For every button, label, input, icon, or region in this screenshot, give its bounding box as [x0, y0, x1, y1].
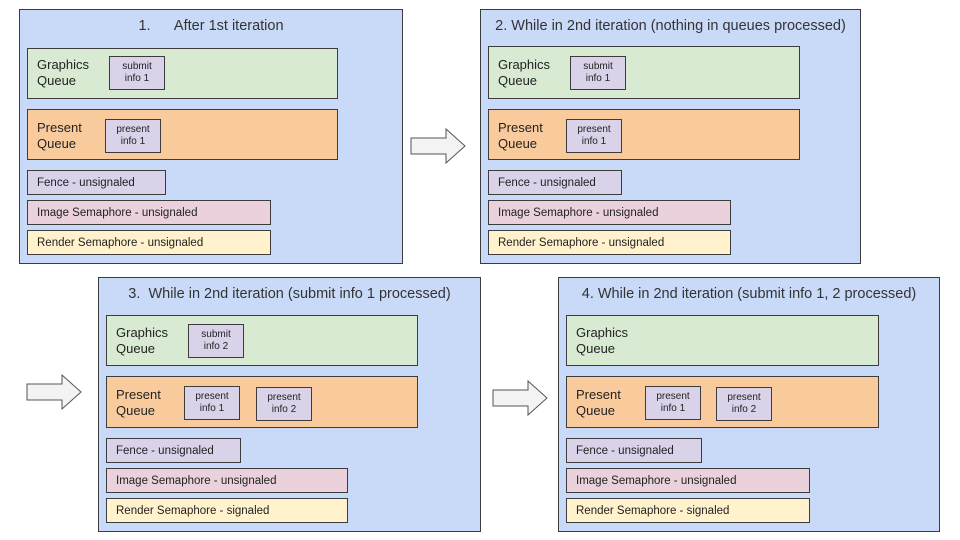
panel-1: 1. After 1st iteration Graphics Queue su…: [19, 9, 403, 264]
right-arrow-icon: [492, 380, 548, 416]
fence-status: Fence - unsignaled: [488, 170, 622, 195]
fence-status: Fence - unsignaled: [27, 170, 166, 195]
panel-title: 2. While in 2nd iteration (nothing in qu…: [495, 18, 846, 34]
image-semaphore-status: Image Semaphore - unsignaled: [488, 200, 731, 225]
fence-status: Fence - unsignaled: [566, 438, 702, 463]
panel-4: 4. While in 2nd iteration (submit info 1…: [558, 277, 940, 532]
render-semaphore-status: Render Semaphore - signaled: [106, 498, 348, 523]
present-queue-label: Present Queue: [576, 387, 621, 418]
panel-title: 3. While in 2nd iteration (submit info 1…: [128, 286, 451, 302]
graphics-queue: Graphics Queue: [566, 315, 879, 366]
graphics-queue-label: Graphics Queue: [37, 57, 90, 88]
render-semaphore-status: Render Semaphore - signaled: [566, 498, 810, 523]
panel-2: 2. While in 2nd iteration (nothing in qu…: [480, 9, 861, 264]
right-arrow-icon: [26, 374, 82, 410]
right-arrow-icon: [410, 128, 466, 164]
image-semaphore-status: Image Semaphore - unsignaled: [27, 200, 271, 225]
panel-title: 4. While in 2nd iteration (submit info 1…: [581, 286, 917, 302]
panel-title: 1. After 1st iteration: [138, 18, 284, 34]
present-queue-label: Present Queue: [37, 120, 82, 151]
graphics-queue-label: Graphics Queue: [576, 325, 629, 356]
image-semaphore-status: Image Semaphore - unsignaled: [106, 468, 348, 493]
graphics-queue-label: Graphics Queue: [498, 57, 551, 88]
present-queue-label: Present Queue: [498, 120, 543, 151]
present-queue-label: Present Queue: [116, 387, 161, 418]
render-semaphore-status: Render Semaphore - unsignaled: [27, 230, 271, 255]
fence-status: Fence - unsignaled: [106, 438, 241, 463]
image-semaphore-status: Image Semaphore - unsignaled: [566, 468, 810, 493]
graphics-queue-label: Graphics Queue: [116, 325, 169, 356]
render-semaphore-status: Render Semaphore - unsignaled: [488, 230, 731, 255]
panel-3: 3. While in 2nd iteration (submit info 1…: [98, 277, 481, 532]
